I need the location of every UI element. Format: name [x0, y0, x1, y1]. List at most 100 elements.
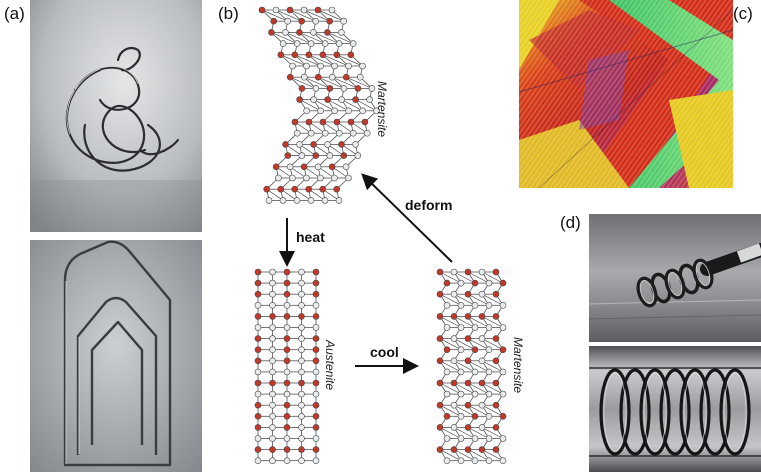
lattice-atom: [269, 346, 276, 354]
lattice-bond: [439, 316, 448, 328]
lattice-bond: [332, 76, 359, 89]
lattice-bond: [289, 76, 303, 89]
lattice-atom: [485, 390, 493, 398]
lattice-atom: [317, 107, 324, 115]
lattice-bond: [481, 360, 490, 373]
lattice-bond: [322, 43, 326, 55]
lattice-atom: [443, 346, 451, 354]
lattice-atom: [283, 379, 291, 387]
lattice-atom: [457, 346, 465, 354]
lattice-bond: [313, 32, 326, 44]
martensite-label-top: Martensite: [375, 80, 389, 138]
lattice-bond: [327, 144, 331, 156]
lattice-bond: [317, 76, 331, 89]
lattice-atom: [283, 290, 291, 298]
lattice-atom: [333, 118, 341, 126]
lattice-atom: [352, 141, 359, 148]
lattice-atom: [286, 163, 294, 171]
lattice-bond: [275, 166, 293, 179]
lattice-bond: [495, 416, 504, 428]
lattice-atom: [436, 401, 444, 409]
lattice-atom: [342, 73, 350, 81]
lattice-atom: [310, 96, 317, 103]
lattice-bond: [495, 282, 504, 295]
lattice-atom: [457, 412, 465, 420]
lattice-atom: [269, 313, 276, 320]
lattice-atom: [319, 51, 327, 59]
lattice-bond: [313, 88, 317, 100]
lattice-atom: [359, 107, 366, 115]
lattice-atom: [312, 412, 320, 420]
lattice-bond: [341, 99, 349, 112]
lattice-bond: [317, 9, 330, 22]
lattice-bond: [481, 293, 490, 306]
lattice-bond: [299, 144, 317, 156]
lattice-bond: [359, 76, 373, 89]
lattice-bond: [285, 144, 303, 156]
lattice-bond: [481, 382, 504, 395]
lattice-atom: [471, 324, 479, 331]
lattice-bond: [317, 155, 331, 168]
lattice-bond: [261, 9, 274, 22]
lattice-bond: [299, 21, 303, 33]
lattice-atom: [471, 390, 479, 398]
lattice-bond: [280, 54, 307, 67]
lattice-bond: [299, 132, 312, 145]
lattice-bond: [322, 189, 326, 201]
lattice-atom: [328, 73, 336, 81]
lattice-bond: [341, 21, 345, 33]
lattice-atom: [485, 301, 493, 309]
lattice-atom: [464, 424, 472, 431]
lattice-atom: [478, 401, 486, 409]
lattice-bond: [453, 382, 462, 395]
lattice-bond: [336, 54, 363, 67]
lattice-atom: [457, 368, 465, 376]
lattice-atom: [331, 62, 338, 70]
lattice-bond: [453, 282, 462, 295]
lattice-atom: [335, 129, 343, 137]
lattice-bond: [495, 427, 504, 439]
lattice-bond: [327, 21, 331, 33]
lattice-bond: [280, 54, 293, 67]
lattice-atom: [326, 17, 334, 25]
lattice-bond: [341, 88, 345, 100]
lattice-atom: [436, 379, 444, 387]
lattice-atom: [450, 446, 458, 453]
lattice-bond: [481, 338, 504, 351]
lattice-bond: [467, 382, 476, 395]
lattice-atom: [289, 174, 296, 182]
lattice-atom: [298, 279, 305, 287]
lattice-atom: [485, 346, 493, 354]
lattice-atom: [300, 73, 308, 81]
lattice-bond: [467, 293, 490, 306]
lattice-atom: [338, 141, 345, 148]
lattice-bond: [336, 121, 340, 134]
lattice-bond: [439, 404, 462, 417]
lattice-bond: [439, 360, 462, 373]
lattice-bond: [439, 449, 448, 461]
lattice-bond: [453, 271, 476, 284]
lattice-atom: [443, 412, 451, 420]
lattice-bond: [327, 88, 331, 100]
lattice-bond: [280, 188, 298, 201]
lattice-bond: [439, 349, 448, 362]
lattice-atom: [457, 390, 465, 398]
lattice-atom: [471, 412, 479, 420]
lattice-bond: [439, 293, 448, 306]
lattice-atom: [298, 390, 305, 398]
lattice-bond: [453, 438, 462, 450]
lattice-bond: [453, 449, 462, 461]
lattice-bond: [336, 43, 340, 55]
lattice-bond: [467, 449, 476, 461]
lattice-bond: [481, 449, 504, 462]
lattice-atom: [293, 40, 301, 47]
lattice-atom: [464, 401, 472, 409]
lattice-bond: [308, 110, 321, 123]
lattice-bond: [345, 65, 349, 78]
lattice-bond: [336, 177, 349, 190]
lattice-atom: [335, 197, 343, 204]
lattice-atom: [283, 268, 291, 276]
lattice-atom: [345, 174, 352, 182]
lattice-bond: [294, 188, 312, 201]
lattice-atom: [436, 313, 444, 320]
